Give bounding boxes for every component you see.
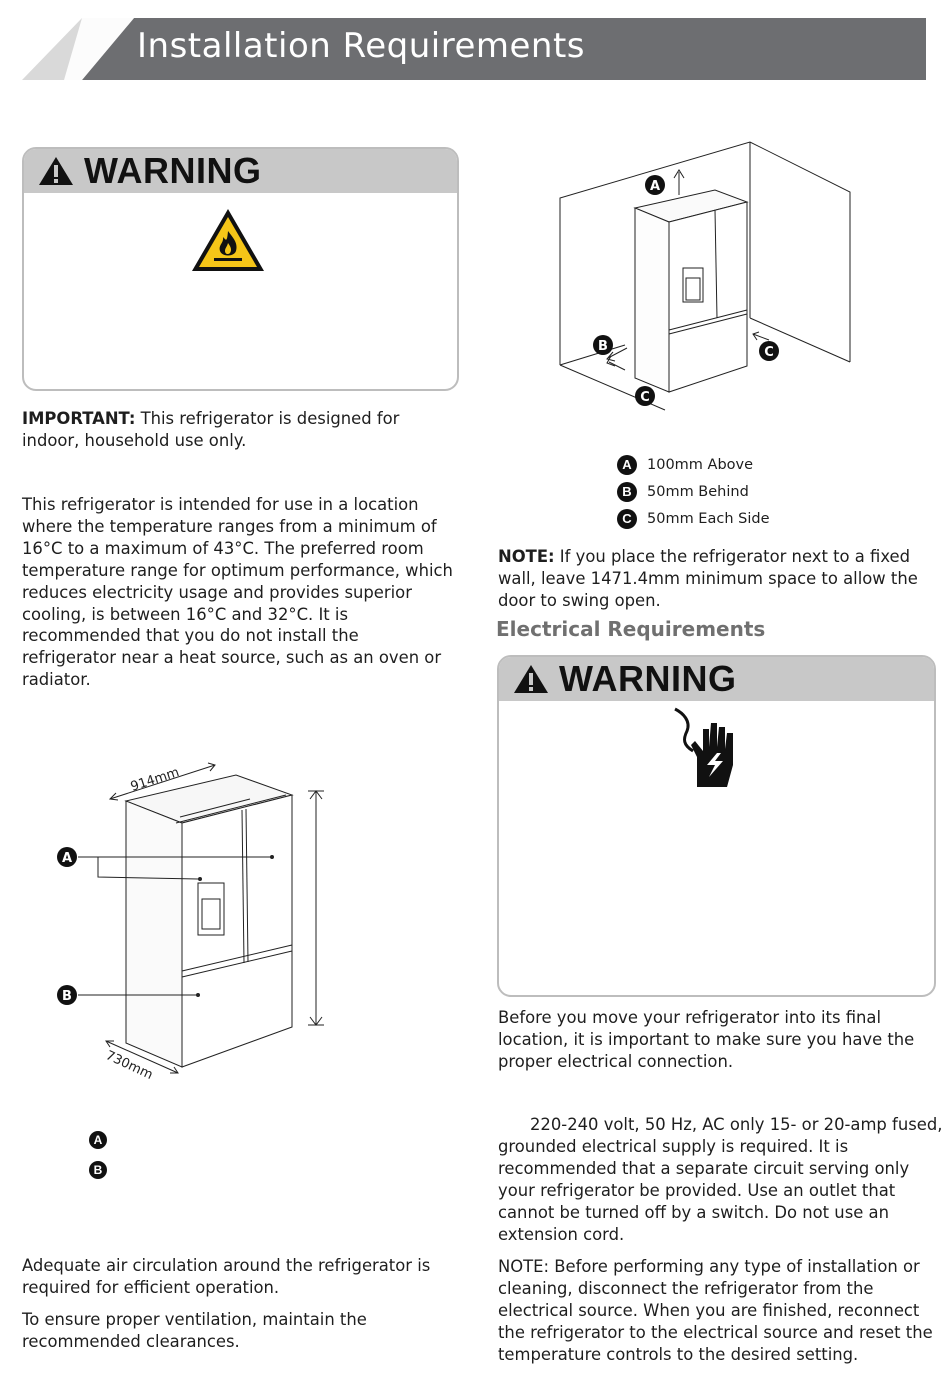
warning-label: WARNING [559,658,737,699]
page-title: Installation Requirements [137,26,585,66]
marker-b: B [62,989,72,1004]
important-paragraph: IMPORTANT: This refrigerator is designed… [22,408,452,452]
legend-badge: B [617,481,637,502]
clearance-marker-b: B [598,339,608,354]
clearance-marker-a: A [650,179,660,194]
note-text: If you place the refrigerator next to a … [498,547,918,610]
clearance-diagram: A B C C [559,141,851,411]
flammable-warning-icon [192,209,264,271]
left-legend-row: B [89,1155,107,1185]
left-legend-row: A [89,1125,107,1155]
warning-header: WARNING [24,149,457,193]
warning-label: WARNING [84,150,262,191]
legend-text: 50mm Behind [647,483,749,500]
fridge-dimensions-diagram: 914mm 1785mm 730mm A B [57,762,324,1080]
legend-badge: C [617,508,637,529]
legend-badge-b: B [89,1161,107,1179]
ventilation-paragraph-2: To ensure proper ventilation, maintain t… [22,1310,367,1351]
warning-box-electrical: WARNING [497,655,936,997]
clearance-marker-c-left: C [640,390,650,405]
note-text: Before performing any type of installati… [498,1257,933,1364]
ventilation-paragraph-1: Adequate air circulation around the refr… [22,1256,431,1297]
left-legend: A B [89,1125,107,1185]
move-paragraph: Before you move your refrigerator into i… [498,1008,915,1071]
supply-paragraph: 220-240 volt, 50 Hz, AC only 15- or 20-a… [498,1115,943,1244]
important-label: IMPORTANT: [22,409,136,428]
legend-row-b: B 50mm Behind [617,478,770,505]
legend-text: 100mm Above [647,456,754,473]
electric-shock-hand-icon [674,707,733,787]
depth-dimension-label: 730mm [103,1048,155,1080]
legend-row-c: C 50mm Each Side [617,505,770,532]
cleaning-note-paragraph: NOTE: Before performing any type of inst… [498,1256,944,1366]
location-paragraph: This refrigerator is intended for use in… [22,495,453,690]
electrical-heading: Electrical Requirements [496,617,766,641]
warning-header: WARNING [499,657,934,701]
exclamation-triangle-icon [39,157,73,185]
swing-note-paragraph: NOTE: If you place the refrigerator next… [498,546,938,612]
legend-text: 50mm Each Side [647,510,770,527]
note-label: NOTE: [498,1257,550,1276]
legend-badge-a: A [89,1131,107,1149]
marker-a: A [62,851,72,866]
warning-box-flammable: WARNING [22,147,459,391]
legend-badge: A [617,454,637,475]
clearance-legend: A 100mm Above B 50mm Behind C 50mm Each … [617,451,770,532]
exclamation-triangle-icon [514,665,548,693]
header-bar [22,18,926,80]
legend-row-a: A 100mm Above [617,451,770,478]
important-text: This refrigerator is designed for indoor… [22,409,400,450]
clearance-marker-c-right: C [764,345,774,360]
note-label: NOTE: [498,547,555,566]
